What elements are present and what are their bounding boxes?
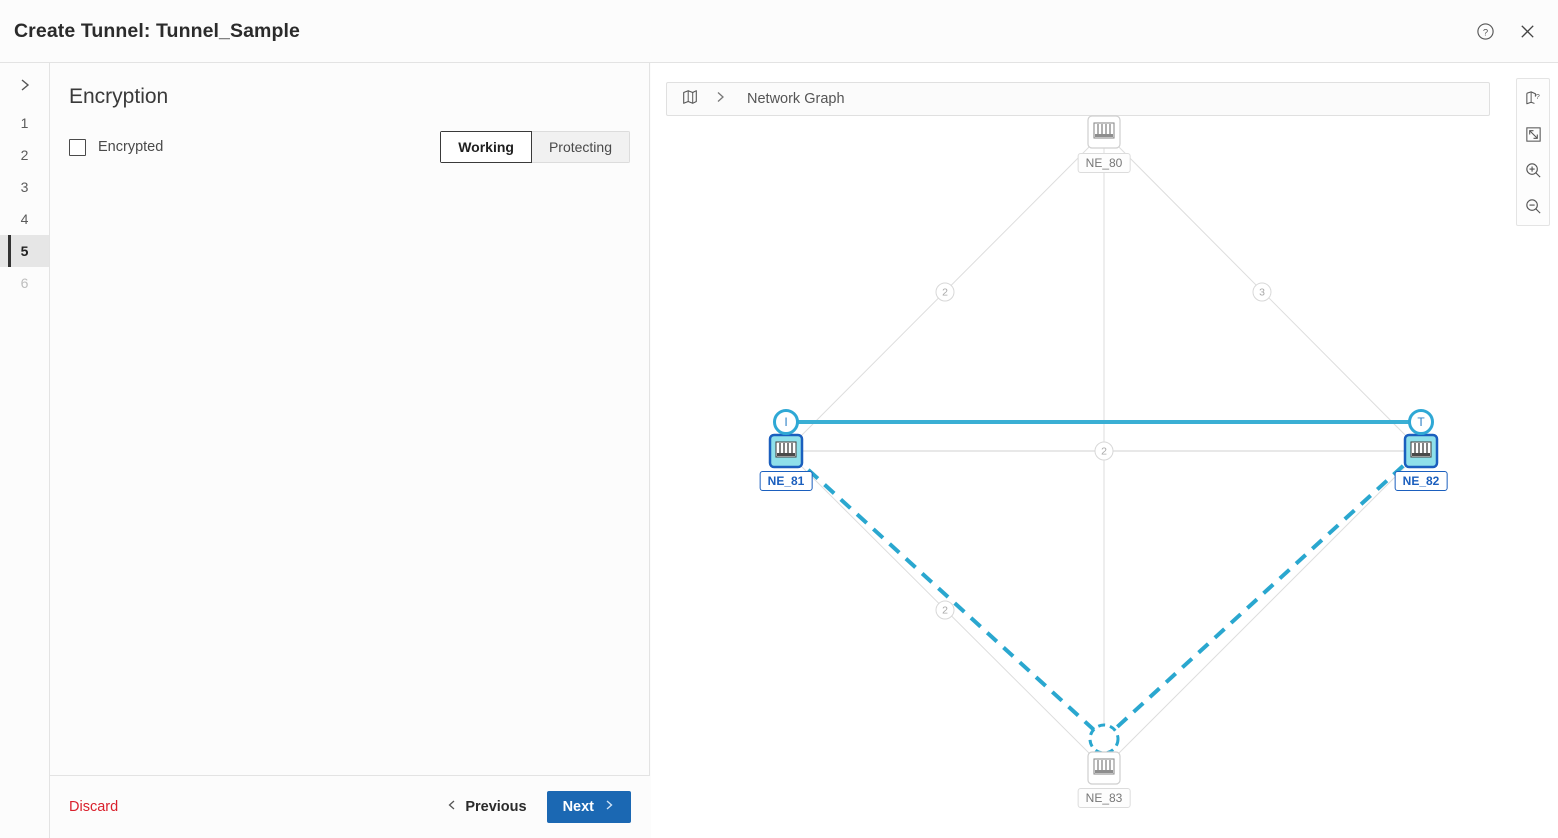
previous-button[interactable]: Previous (438, 793, 534, 821)
wizard-step-rail: 1 2 3 4 5 6 (0, 63, 50, 838)
help-circle-icon[interactable]: ? (1472, 18, 1498, 44)
title-bar: Create Tunnel: Tunnel_Sample ? (0, 0, 1558, 63)
wizard-step-5[interactable]: 5 (0, 235, 49, 267)
tab-protecting-label: Protecting (548, 139, 612, 155)
zoom-in-icon[interactable] (1520, 157, 1546, 183)
node-label-ne82[interactable]: NE_82 (1394, 471, 1448, 491)
chevron-right-icon (603, 799, 615, 815)
endpoint-badge-terminator[interactable]: T (1408, 409, 1434, 435)
path-type-toggle: Working Protecting (440, 131, 630, 163)
panel-footer: Discard Previous Next (50, 776, 650, 838)
map-icon[interactable] (681, 88, 699, 111)
graph-node-ne82[interactable] (1403, 433, 1439, 469)
encrypted-label: Encrypted (98, 139, 164, 155)
wizard-step-4[interactable]: 4 (0, 203, 49, 235)
link-badge-ne80-ne82[interactable]: 3 (1252, 282, 1272, 302)
breadcrumb: Network Graph (666, 82, 1490, 116)
map-legend-icon[interactable]: ? (1520, 85, 1546, 111)
link-badge-ne81-ne80[interactable]: 2 (935, 282, 955, 302)
network-graph-area: Network Graph ? (651, 63, 1558, 838)
node-label-ne81[interactable]: NE_81 (759, 471, 813, 491)
node-label-ne83[interactable]: NE_83 (1077, 788, 1131, 808)
wizard-step-3-label: 3 (20, 179, 29, 195)
svg-text:?: ? (1482, 27, 1487, 38)
tab-working-label: Working (458, 139, 514, 155)
encrypted-checkbox-wrap[interactable]: Encrypted (69, 138, 164, 156)
link-badge-ne81-ne82[interactable]: 2 (1094, 441, 1114, 461)
wizard-step-2-label: 2 (20, 147, 29, 163)
encryption-row: Encrypted Working Protecting (50, 131, 649, 163)
node-label-ne80[interactable]: NE_80 (1077, 153, 1131, 173)
tab-working[interactable]: Working (440, 131, 532, 163)
wizard-step-6[interactable]: 6 (0, 267, 49, 299)
panel-body: Encryption Encrypted Working Protecting (50, 63, 649, 776)
link-ne83-ne82[interactable] (1103, 450, 1422, 769)
fit-to-screen-icon[interactable] (1520, 121, 1546, 147)
wizard-step-4-label: 4 (20, 211, 29, 227)
chevron-left-icon (446, 799, 458, 815)
tab-protecting[interactable]: Protecting (531, 131, 630, 163)
graph-node-ne80[interactable] (1087, 115, 1121, 149)
next-button-label: Next (562, 799, 594, 815)
wizard-step-1-label: 1 (20, 115, 29, 131)
wizard-step-5-label: 5 (20, 243, 29, 259)
svg-text:?: ? (1535, 91, 1539, 100)
link-badge-ne81-ne83[interactable]: 2 (935, 600, 955, 620)
next-button[interactable]: Next (546, 791, 631, 823)
wizard-step-1[interactable]: 1 (0, 107, 49, 139)
graph-node-ne81[interactable] (768, 433, 804, 469)
page-title: Create Tunnel: Tunnel_Sample (14, 19, 300, 42)
section-title: Encryption (69, 85, 169, 108)
breadcrumb-separator-icon (713, 90, 727, 109)
close-icon[interactable] (1514, 18, 1540, 44)
waypoint-marker-ne83[interactable] (1088, 723, 1120, 755)
footer-nav: Previous Next (438, 791, 631, 823)
wizard-step-3[interactable]: 3 (0, 171, 49, 203)
breadcrumb-label: Network Graph (747, 91, 845, 107)
wizard-step-6-label: 6 (20, 275, 29, 291)
encryption-panel: Encryption Encrypted Working Protecting … (50, 63, 650, 838)
graph-toolbar: ? (1516, 78, 1550, 226)
title-bar-actions: ? (1472, 18, 1540, 44)
encrypted-checkbox[interactable] (69, 138, 86, 156)
graph-node-ne83[interactable] (1087, 751, 1121, 785)
previous-button-label: Previous (465, 799, 527, 815)
zoom-out-icon[interactable] (1520, 193, 1546, 219)
endpoint-badge-initiator[interactable]: I (773, 409, 799, 435)
discard-button[interactable]: Discard (69, 799, 119, 815)
rail-collapse-toggle[interactable] (0, 63, 49, 107)
wizard-step-2[interactable]: 2 (0, 139, 49, 171)
